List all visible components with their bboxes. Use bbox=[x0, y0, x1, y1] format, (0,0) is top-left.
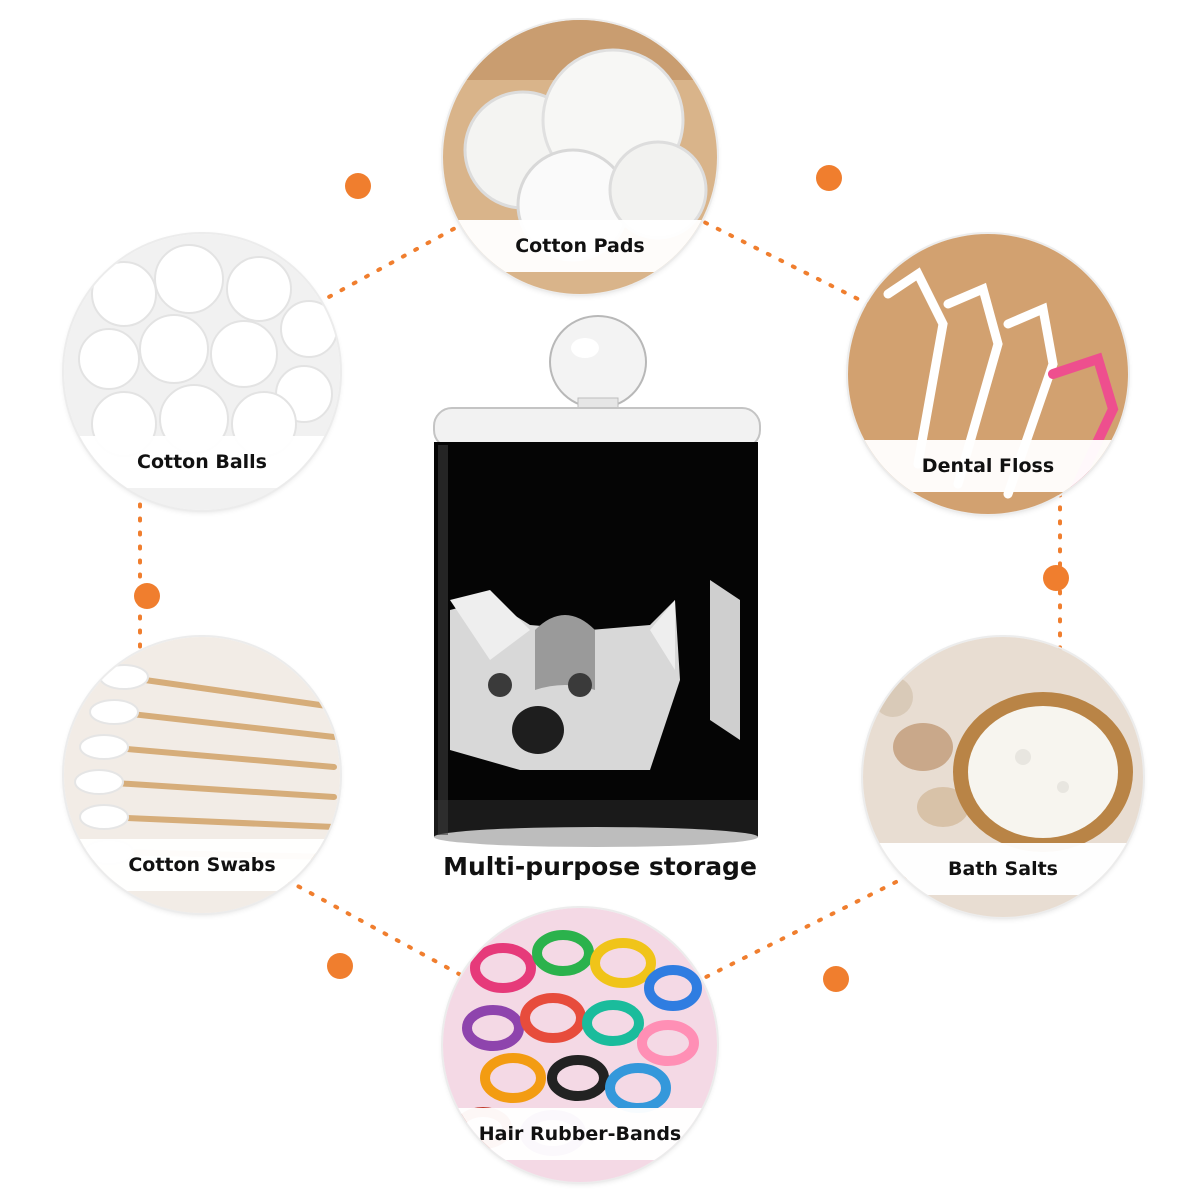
connector-dot bbox=[345, 173, 371, 199]
item-dental-floss: Dental Floss bbox=[848, 234, 1128, 514]
item-cotton-balls: Cotton Balls bbox=[64, 234, 340, 510]
connector-dot bbox=[1043, 565, 1069, 591]
caption: Multi-purpose storage bbox=[443, 852, 757, 881]
connector-dot bbox=[823, 966, 849, 992]
connector-dot bbox=[327, 953, 353, 979]
husky-dog-jar-photo-icon bbox=[433, 315, 761, 847]
item-label: Cotton Balls bbox=[64, 436, 340, 488]
item-label: Cotton Swabs bbox=[64, 839, 340, 891]
item-label: Bath Salts bbox=[863, 843, 1143, 895]
item-label: Hair Rubber-Bands bbox=[443, 1108, 717, 1160]
item-cotton-pads: Cotton Pads bbox=[443, 20, 717, 294]
connector-dot bbox=[816, 165, 842, 191]
item-hair-rubber-bands: Hair Rubber-Bands bbox=[443, 908, 717, 1182]
item-bath-salts: Bath Salts bbox=[863, 637, 1143, 917]
item-label: Cotton Pads bbox=[443, 220, 717, 272]
item-cotton-swabs: Cotton Swabs bbox=[64, 637, 340, 913]
item-label: Dental Floss bbox=[848, 440, 1128, 492]
connector-dot bbox=[134, 583, 160, 609]
